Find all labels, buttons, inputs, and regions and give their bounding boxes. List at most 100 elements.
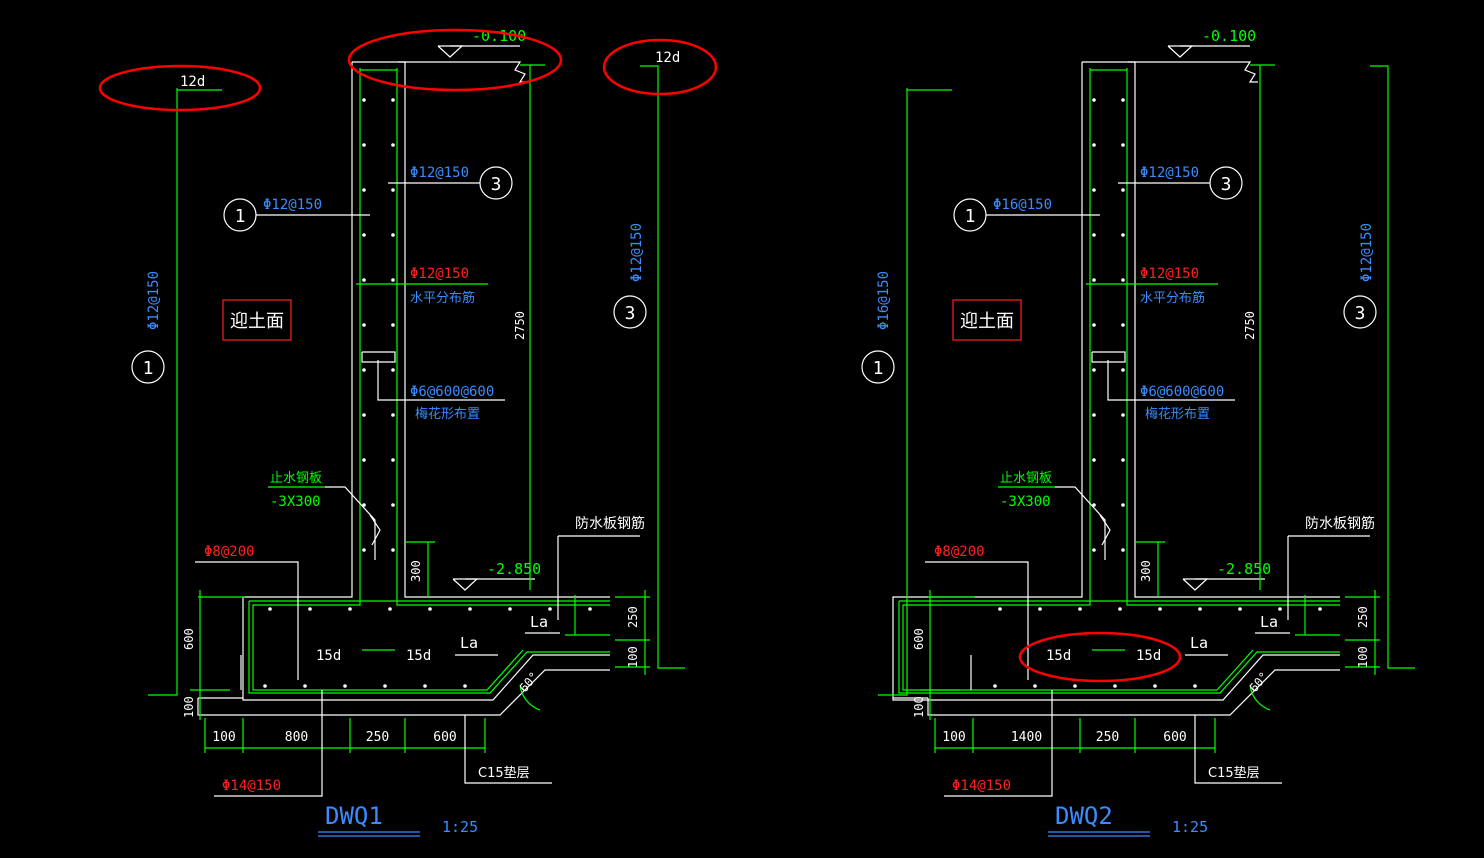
tie-bar-hook [361, 351, 396, 363]
rebar-slab-bottom [248, 601, 610, 694]
dim-100-left: 100 [182, 696, 196, 718]
circle-marker-3-vertical [613, 295, 647, 329]
anchor-label-left: 12d [180, 74, 205, 90]
rebar-dot [1073, 684, 1077, 688]
rebar-dot [468, 607, 472, 611]
circle-marker-3-vertical [1343, 295, 1377, 329]
bar-3-label: Φ12@150 [1140, 165, 1199, 181]
la-label-lower: La [1190, 634, 1208, 652]
rebar-dot [1092, 503, 1096, 507]
bar-1-label: Φ16@150 [993, 197, 1052, 213]
rebar-dot [1121, 233, 1125, 237]
dim-600-left: 600 [182, 628, 196, 650]
anchor-bar-1 [878, 88, 908, 696]
cushion-leader [1194, 715, 1282, 784]
angle-arc [519, 684, 541, 711]
dim-2750-label: 2750 [1243, 311, 1257, 340]
waterstop-title: 止水钢板 [270, 471, 322, 486]
rebar-dot [268, 607, 272, 611]
rebar-dot [391, 368, 395, 372]
rebar-dot [362, 188, 366, 192]
circle-marker-3-label: 3 [1221, 174, 1232, 195]
rebar-dot [391, 233, 395, 237]
rebar-dot [1153, 684, 1157, 688]
leader-slab-top-bar [925, 561, 1029, 680]
leader-slab-top-bar [195, 561, 299, 680]
markup-ellipse-15d [1018, 631, 1182, 683]
circle-marker-1-vertical [861, 350, 895, 384]
rebar-outer-bar [902, 68, 1254, 691]
waterstop-title: 止水钢板 [1000, 471, 1052, 486]
rebar-dot [391, 188, 395, 192]
rebar-dot [1038, 607, 1042, 611]
rebar-dot [391, 413, 395, 417]
rebar-dot [1121, 323, 1125, 327]
rebar-slab-bottom [898, 601, 1340, 694]
rebar-dot [1092, 98, 1096, 102]
rebar-dot [362, 233, 366, 237]
circle-marker-1-vertical-label: 1 [143, 358, 154, 379]
rebar-dot [1121, 188, 1125, 192]
markup-ellipse-anchor-left [98, 64, 262, 112]
la-label-upper: La [530, 613, 548, 631]
waterstop-plate [369, 514, 381, 546]
waterstop-plate [1099, 514, 1111, 546]
rebar-dot [428, 607, 432, 611]
rebar-dot [1092, 413, 1096, 417]
rebar-dot [1158, 607, 1162, 611]
rebar-dot [1033, 684, 1037, 688]
dim-bottom-label: 600 [1163, 730, 1186, 745]
dim-300-label: 300 [409, 560, 423, 582]
bar-3-label: Φ12@150 [410, 165, 469, 181]
rebar-dot [391, 323, 395, 327]
cushion-leader [464, 715, 552, 784]
top-break-line [1128, 61, 1258, 83]
rebar-dot [343, 684, 347, 688]
rebar-dot [423, 684, 427, 688]
soil-side-box [952, 299, 1022, 341]
rebar-dot [1092, 143, 1096, 147]
rebar-dot [391, 548, 395, 552]
rebar-dot [1121, 413, 1125, 417]
rebar-inner-bar [396, 68, 610, 606]
rebar-dot [1118, 607, 1122, 611]
rebar-dot [588, 607, 592, 611]
cushion-outline [197, 669, 610, 716]
rebar-dot [391, 143, 395, 147]
dim-100-left: 100 [912, 696, 926, 718]
elevation-label: -2.850 [487, 560, 541, 578]
rebar-dot [362, 413, 366, 417]
horizontal-bar-note: 水平分布筋 [1140, 290, 1205, 306]
rebar-dot [1092, 188, 1096, 192]
rebar-dot [1092, 548, 1096, 552]
rebar-dot [1092, 323, 1096, 327]
tie-bar-label: Φ6@600@600 [410, 384, 494, 400]
rebar-dot [362, 548, 366, 552]
dim-bottom-label: 1400 [1011, 730, 1042, 745]
slab-top-bar-label: Φ8@200 [934, 544, 985, 560]
rebar-outer-bar [252, 68, 524, 691]
angle-arc [1249, 684, 1271, 711]
soil-side-box [222, 299, 292, 341]
anchor-bar-1 [148, 88, 178, 696]
rebar-dot [1238, 607, 1242, 611]
rebar-dot [1121, 143, 1125, 147]
concrete-outline-left [242, 62, 610, 701]
drawing-scale: 1:25 [1172, 818, 1208, 836]
rebar-dot [388, 607, 392, 611]
circle-marker-1-label: 1 [235, 206, 246, 227]
tie-bar-hook [1091, 351, 1126, 363]
rebar-dot [548, 607, 552, 611]
dim-100-right: 100 [626, 646, 640, 668]
concrete-outline-left [892, 62, 1340, 701]
rebar-dot [362, 503, 366, 507]
horizontal-bar-note: 水平分布筋 [410, 290, 475, 306]
lap-15d-left: 15d [316, 648, 341, 664]
lap-15d-right: 15d [1136, 648, 1161, 664]
la-label-lower: La [460, 634, 478, 652]
rebar-dot [1121, 458, 1125, 462]
drawing-scale: 1:25 [442, 818, 478, 836]
tie-bar-note: 梅花形布置 [415, 406, 480, 422]
rebar-dot [1318, 607, 1322, 611]
